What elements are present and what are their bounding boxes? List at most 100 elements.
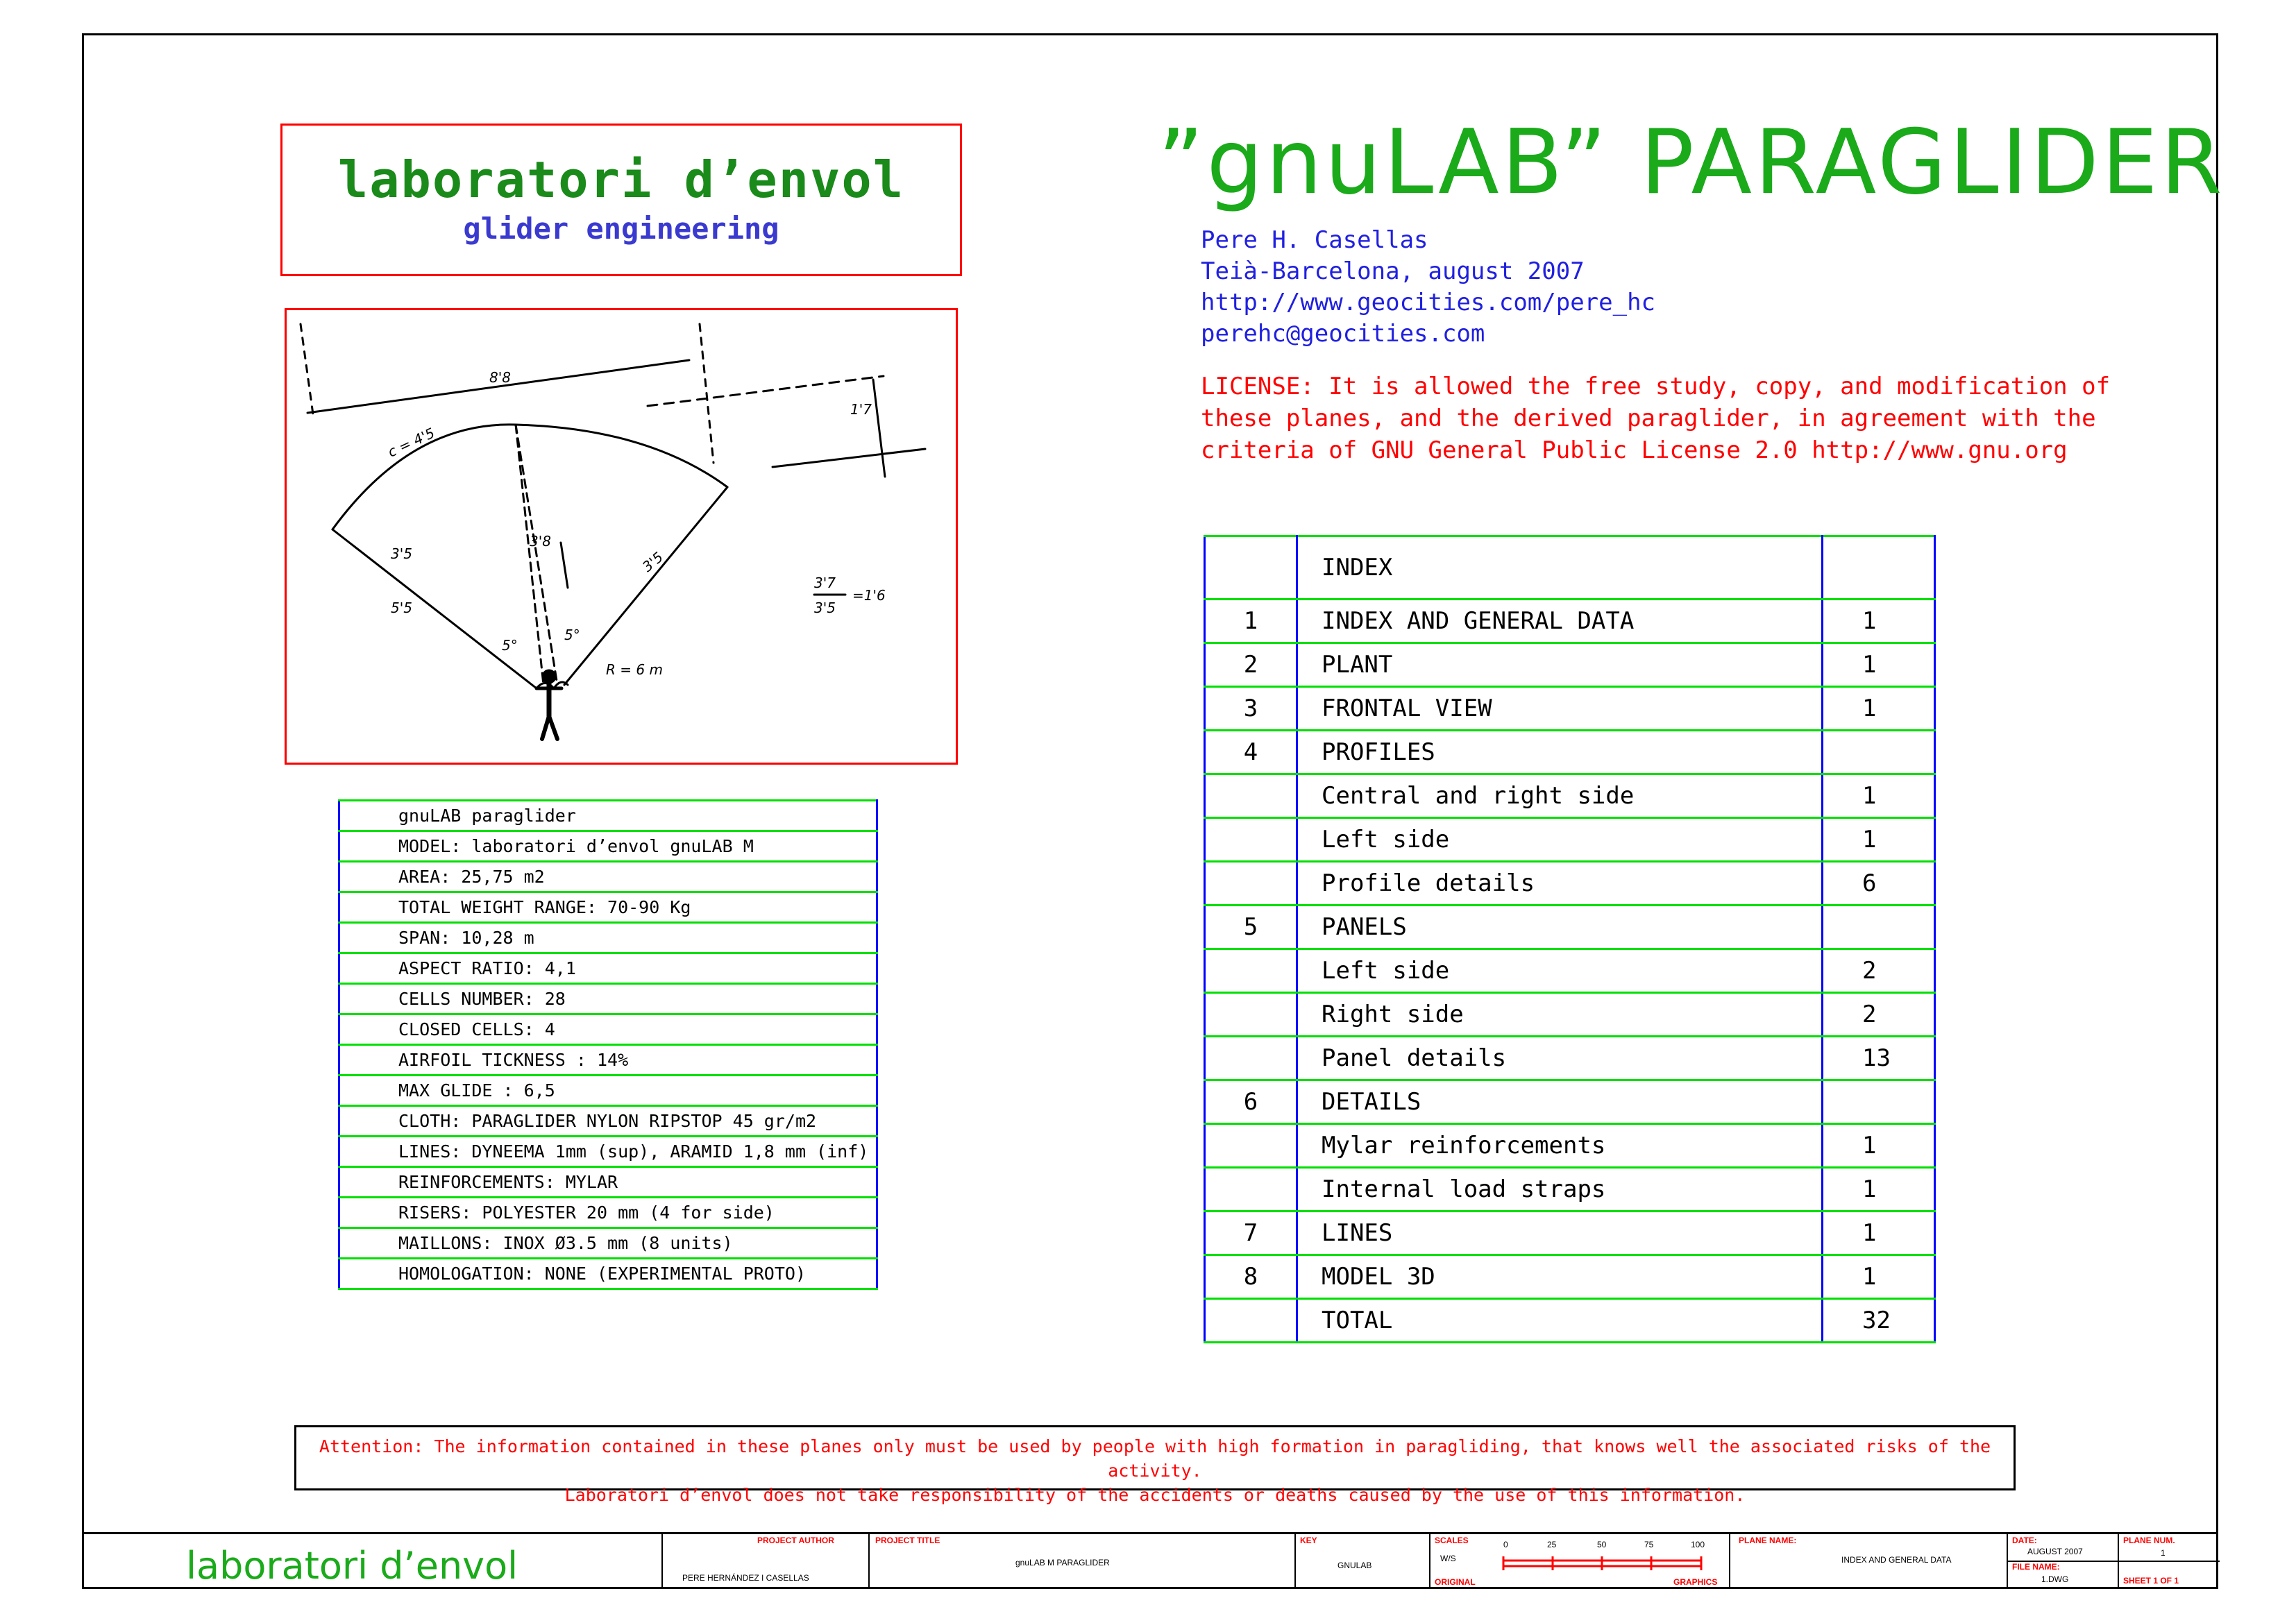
index-name: Panel details <box>1296 1035 1823 1081</box>
sketch-drawing: 8'8 1'7 c = 4'5 3'5 3'8 3'5 5'5 3'7 3'5 … <box>285 308 958 765</box>
scales-value: W/S <box>1440 1554 1456 1563</box>
author-name: Pere H. Casellas <box>1201 226 1428 254</box>
index-num <box>1204 773 1298 819</box>
sheet-border <box>82 33 2218 1589</box>
index-name: FRONTAL VIEW <box>1296 686 1823 731</box>
index-name: TOTAL <box>1296 1298 1823 1343</box>
scale-tick: 100 <box>1691 1540 1705 1549</box>
author-url[interactable]: http://www.geocities.com/pere_hc <box>1201 289 1656 316</box>
scale-tick: 50 <box>1597 1540 1607 1549</box>
pilot-leg <box>540 714 551 741</box>
page-title: ”gnuLAB” PARAGLIDER <box>1158 111 2225 214</box>
project-title-label: PROJECT TITLE <box>875 1536 940 1545</box>
spec-cell: HOMOLOGATION: NONE (EXPERIMENTAL PROTO) <box>338 1257 878 1290</box>
sketch-line <box>514 423 545 686</box>
original-label: ORIGINAL <box>1435 1577 1476 1587</box>
index-num: 3 <box>1204 686 1298 731</box>
spec-row: CLOSED CELLS: 4 <box>338 1013 878 1046</box>
index-name: Left side <box>1296 948 1823 994</box>
sketch-label: 8'8 <box>489 369 511 386</box>
date-value: AUGUST 2007 <box>2027 1547 2083 1556</box>
title-block-logo: laboratori d’envol <box>186 1544 518 1588</box>
index-pages: 1 <box>1821 817 1936 863</box>
pilot-leg <box>547 714 559 741</box>
sketch-line <box>514 423 559 686</box>
index-name: Profile details <box>1296 860 1823 906</box>
plane-name: INDEX AND GENERAL DATA <box>1841 1555 1952 1565</box>
author-location: Teià-Barcelona, august 2007 <box>1201 257 1585 285</box>
spec-row: RISERS: POLYESTER 20 mm (4 for side) <box>338 1196 878 1229</box>
sketch-line <box>306 359 691 414</box>
spec-row: SPAN: 10,28 m <box>338 921 878 954</box>
spec-row: CELLS NUMBER: 28 <box>338 983 878 1015</box>
index-num: 2 <box>1204 642 1298 688</box>
index-num: 6 <box>1204 1079 1298 1125</box>
index-name: Mylar reinforcements <box>1296 1123 1823 1169</box>
index-pages: 1 <box>1821 1210 1936 1256</box>
plane-name-label: PLANE NAME: <box>1739 1536 1797 1545</box>
scale-bar <box>1502 1556 1703 1570</box>
index-pages: 6 <box>1821 860 1936 906</box>
sketch-line <box>698 323 715 464</box>
logo-subtitle: glider engineering <box>463 212 779 246</box>
spec-row: TOTAL WEIGHT RANGE: 70-90 Kg <box>338 891 878 924</box>
index-pages: 32 <box>1821 1298 1936 1343</box>
spec-cell: TOTAL WEIGHT RANGE: 70-90 Kg <box>338 891 878 924</box>
index-name: Right side <box>1296 992 1823 1037</box>
sketch-line <box>559 541 569 589</box>
plane-num-cell: PLANE NUM. 1 SHEET 1 OF 1 <box>2118 1534 2220 1589</box>
spec-cell: ASPECT RATIO: 4,1 <box>338 952 878 985</box>
license-text: LICENSE: It is allowed the free study, c… <box>1201 373 2111 464</box>
index-name: Left side <box>1296 817 1823 863</box>
sketch-line <box>331 528 538 690</box>
spec-cell: LINES: DYNEEMA 1mm (sup), ARAMID 1,8 mm … <box>338 1135 878 1168</box>
index-num: 7 <box>1204 1210 1298 1256</box>
spec-row: LINES: DYNEEMA 1mm (sup), ARAMID 1,8 mm … <box>338 1135 878 1168</box>
project-author-label: PROJECT AUTHOR <box>757 1536 834 1545</box>
sketch-line <box>299 323 314 416</box>
index-num <box>1204 1123 1298 1169</box>
spec-row: ASPECT RATIO: 4,1 <box>338 952 878 985</box>
sketch-line <box>872 378 886 478</box>
index-num: 1 <box>1204 598 1298 644</box>
index-pages: 2 <box>1821 992 1936 1037</box>
spec-row: CLOTH: PARAGLIDER NYLON RIPSTOP 45 gr/m2 <box>338 1105 878 1137</box>
spec-cell: AREA: 25,75 m2 <box>338 860 878 893</box>
index-pages: 1 <box>1821 1166 1936 1212</box>
attention-box: Attention: The information contained in … <box>294 1425 2016 1505</box>
index-name: Internal load straps <box>1296 1166 1823 1212</box>
index-header-label: INDEX <box>1296 535 1823 600</box>
author-email[interactable]: perehc@geocities.com <box>1201 320 1485 348</box>
spec-cell: MAILLONS: INOX Ø3.5 mm (8 units) <box>338 1227 878 1259</box>
index-name: MODEL 3D <box>1296 1254 1823 1300</box>
project-author: PERE HERNÁNDEZ I CASELLAS <box>682 1573 809 1583</box>
logo-title: laboratori d’envol <box>337 151 905 209</box>
spec-cell: SPAN: 10,28 m <box>338 921 878 954</box>
sketch-line <box>646 375 885 407</box>
index-name: INDEX AND GENERAL DATA <box>1296 598 1823 644</box>
index-name: Central and right side <box>1296 773 1823 819</box>
index-pages: 1 <box>1821 598 1936 644</box>
sketch-line <box>771 448 927 468</box>
spec-cell: CLOSED CELLS: 4 <box>338 1013 878 1046</box>
sketch-label: 3'5 <box>814 600 836 616</box>
index-num <box>1204 948 1298 994</box>
index-num: 5 <box>1204 904 1298 950</box>
sketch-label: 3'5 <box>391 545 412 562</box>
index-num <box>1204 1035 1298 1081</box>
index-num <box>1204 1166 1298 1212</box>
